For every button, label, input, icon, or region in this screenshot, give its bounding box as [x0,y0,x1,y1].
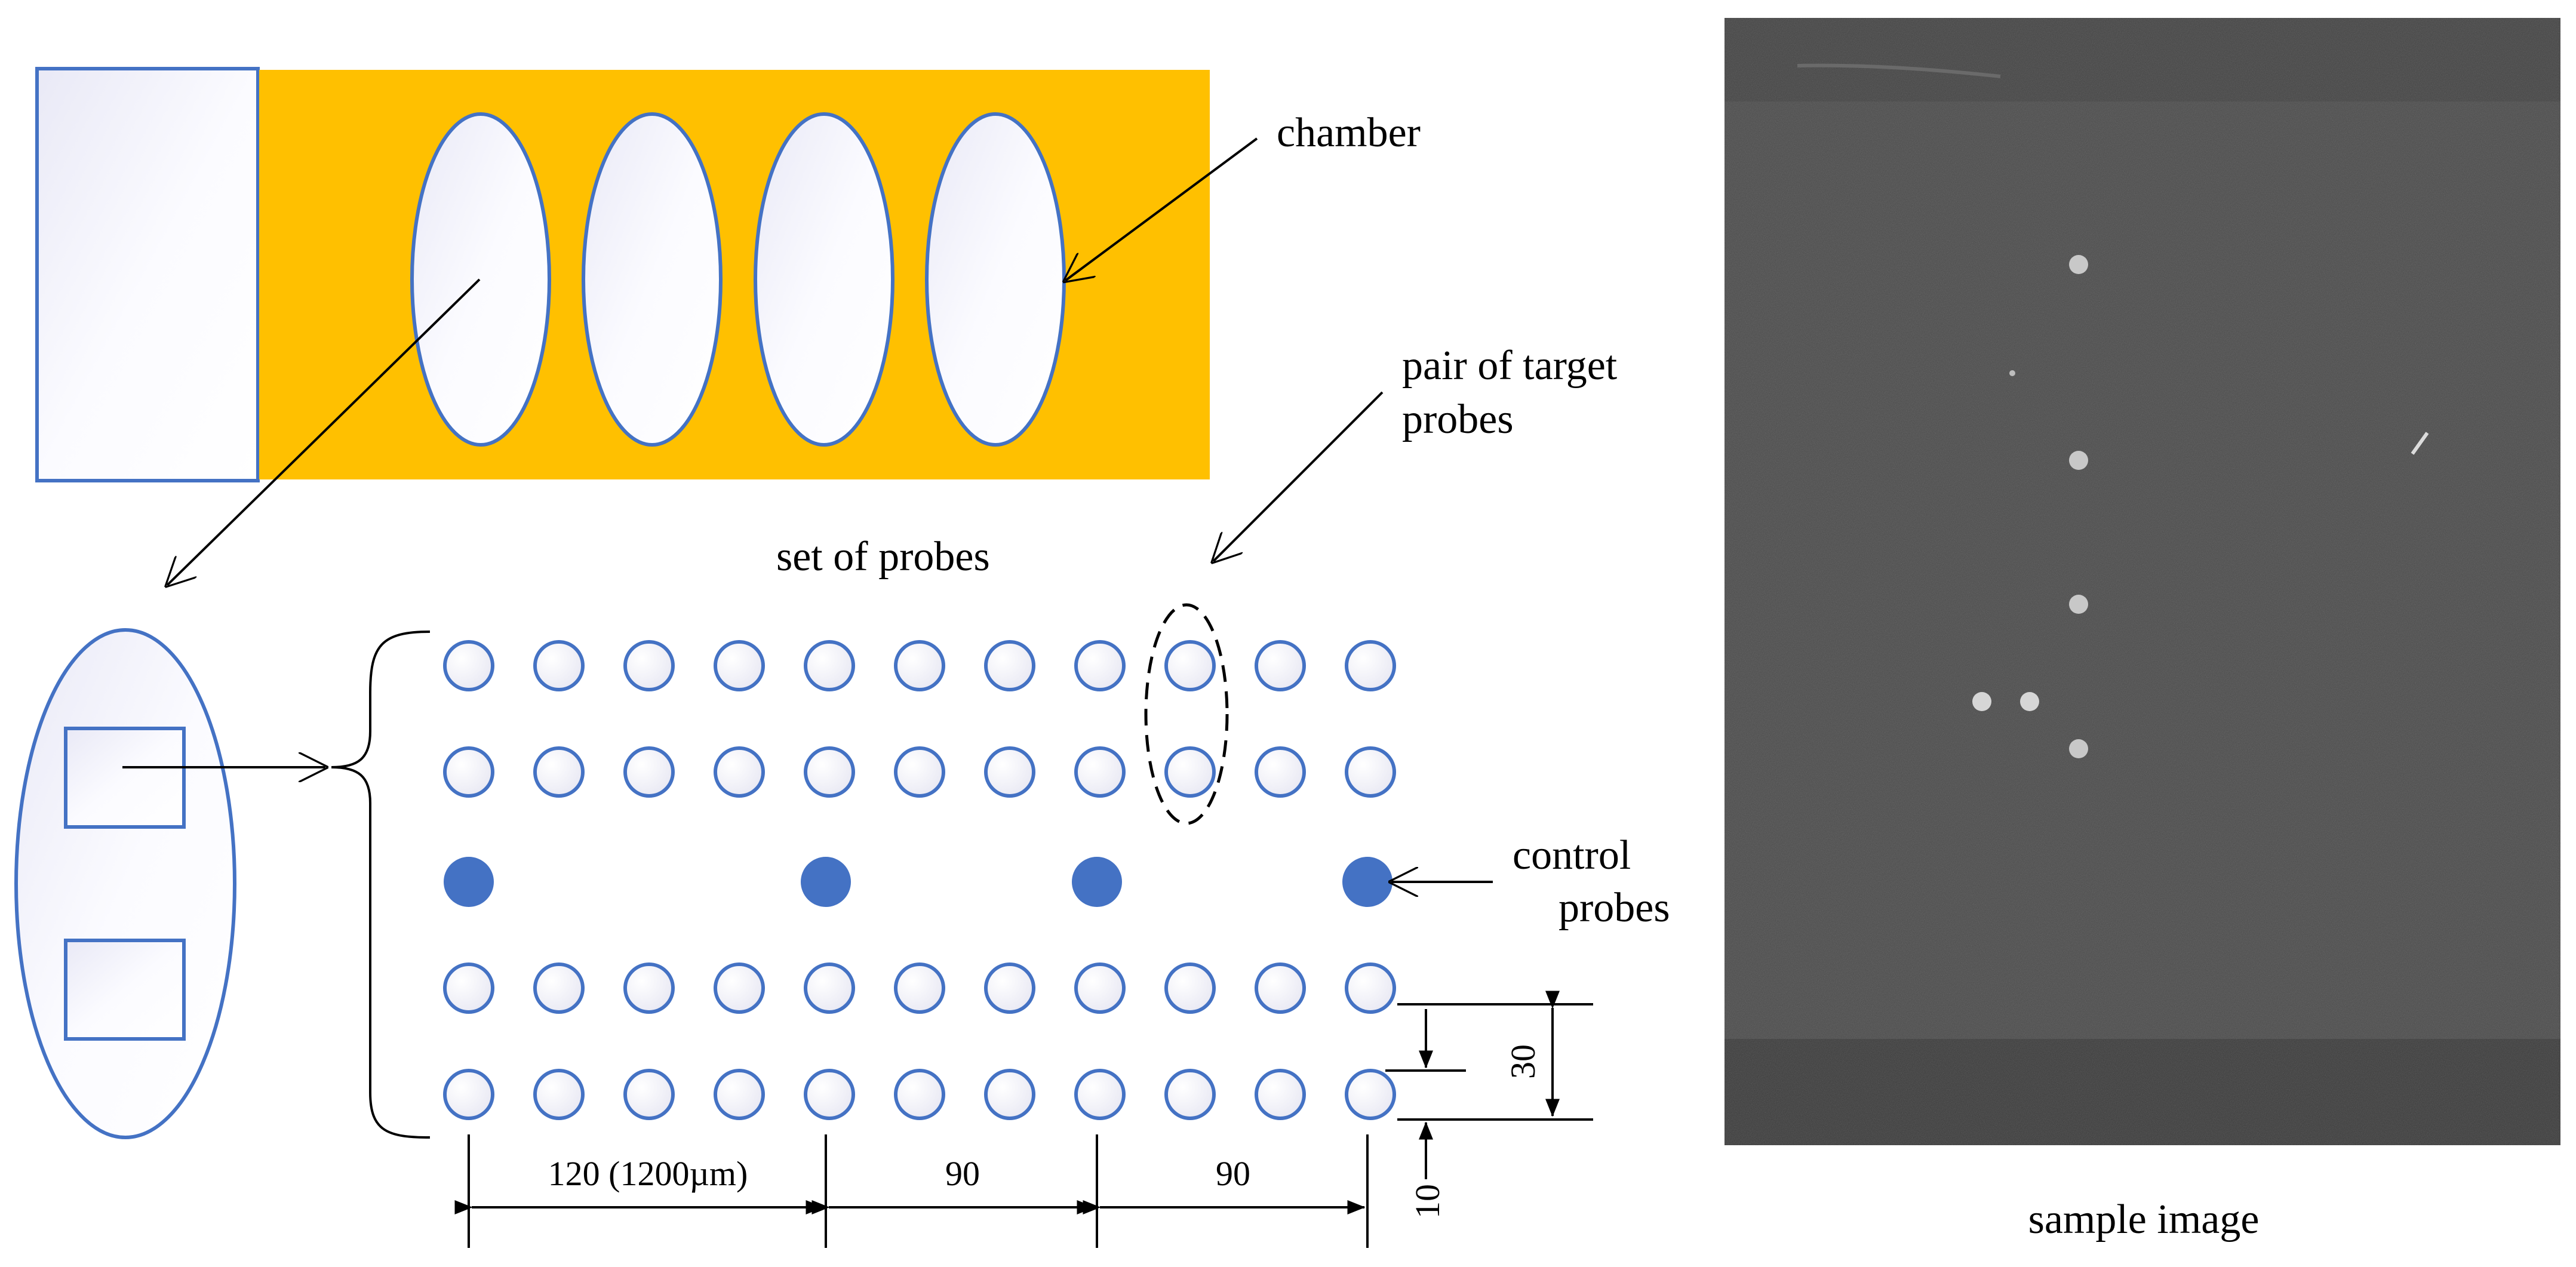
target-probe [1255,640,1306,691]
target-probe [443,962,494,1014]
target-probe [804,962,855,1014]
sample-debris [2009,370,2015,376]
target-probe [1164,962,1216,1014]
chip-left-panel [35,67,260,482]
vertical-dimensions [1385,991,1593,1179]
enlarged-chamber [14,628,236,1139]
target-pair-label-1: pair of target [1402,343,1618,389]
probe-region-box [64,939,186,1041]
target-pair-arrow [1213,391,1384,561]
probe-grid [443,640,1396,1120]
probe-region-box [64,727,186,829]
sample-debris [2411,432,2429,455]
target-probe [714,962,765,1014]
control-probe [444,857,494,907]
target-probe [984,962,1035,1014]
target-probe [984,640,1035,691]
brace-icon [331,631,431,1139]
control-probe [801,857,851,907]
target-probe [804,1069,855,1120]
target-probe [533,962,585,1014]
target-pair-label-2: probes [1402,396,1514,442]
target-probe [443,1069,494,1120]
target-probe [894,640,945,691]
set-of-probes-label: set of probes [776,534,990,580]
sample-spot [2069,595,2088,614]
control-label-1: control [1513,832,1631,878]
chamber-oval [410,112,551,447]
target-probe [443,746,494,798]
target-probe [894,746,945,798]
sample-spot [1972,692,1991,711]
target-probe [804,746,855,798]
target-probe [714,746,765,798]
dim-10-label: 10 [1408,1184,1447,1219]
chamber-label: chamber [1277,110,1421,156]
sample-image-caption: sample image [2028,1197,2260,1243]
horizontal-dimensions [454,1134,1369,1248]
target-probe [1345,1069,1396,1120]
control-label-2: probes [1558,885,1670,931]
sample-image [1724,18,2560,1145]
target-probe [804,640,855,691]
sample-spot [2069,739,2088,758]
sample-spot [2020,692,2039,711]
dim-90-label-a: 90 [945,1154,980,1193]
target-probe [1074,1069,1126,1120]
sample-scratch [1797,63,2001,78]
target-probe [623,640,675,691]
target-probe [623,1069,675,1120]
sample-spot [2069,451,2088,470]
target-probe [1255,746,1306,798]
dim-90-label-b: 90 [1216,1154,1250,1193]
target-probe [1255,1069,1306,1120]
target-pair-outline [1144,603,1229,825]
sample-spot [2069,255,2088,274]
target-probe [533,746,585,798]
chamber-oval [582,112,723,447]
target-probe [623,962,675,1014]
chamber-oval [925,112,1066,447]
target-probe [984,746,1035,798]
target-probe [1345,746,1396,798]
chamber-arrow [1065,137,1258,281]
target-probe [533,1069,585,1120]
control-probe [1072,857,1122,907]
dim-30-label: 30 [1504,1044,1542,1079]
target-probe [1345,640,1396,691]
target-probe [1164,746,1216,798]
target-probe [1074,640,1126,691]
chip-body [259,70,1210,479]
dim-120-label: 120 (1200µm) [548,1154,748,1193]
target-probe [1164,1069,1216,1120]
target-probe [1255,962,1306,1014]
target-probe [1074,962,1126,1014]
target-probe [714,640,765,691]
target-probe [714,1069,765,1120]
control-probe [1342,857,1392,907]
target-probe [894,962,945,1014]
target-probe [443,640,494,691]
target-probe [984,1069,1035,1120]
zoom-arrow [167,278,481,585]
target-probe [533,640,585,691]
target-probe [1164,640,1216,691]
target-probe [1074,746,1126,798]
target-probe [623,746,675,798]
chamber-oval [754,112,894,447]
target-probe [894,1069,945,1120]
target-probe [1345,962,1396,1014]
